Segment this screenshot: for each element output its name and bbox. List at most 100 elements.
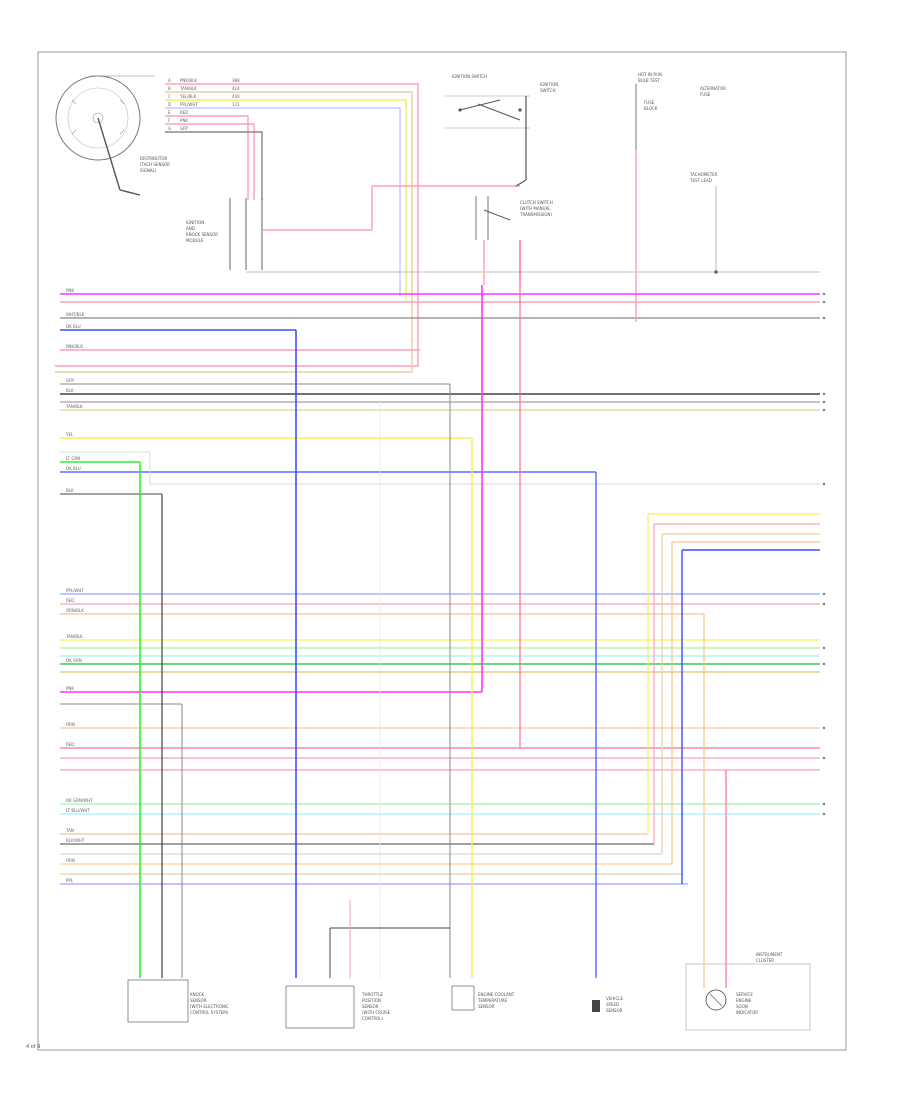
svg-text:ORN: ORN bbox=[66, 858, 75, 863]
svg-text:ORN: ORN bbox=[66, 722, 75, 727]
svg-text:HOT IN RUN: HOT IN RUN bbox=[638, 72, 662, 77]
svg-text:388: 388 bbox=[232, 78, 240, 83]
svg-text:CLUSTER: CLUSTER bbox=[756, 958, 774, 963]
svg-text:430: 430 bbox=[232, 94, 240, 99]
svg-text:RED: RED bbox=[180, 110, 188, 115]
svg-text:(WITH CRUISE: (WITH CRUISE bbox=[362, 1010, 391, 1015]
svg-text:RED: RED bbox=[66, 742, 74, 747]
svg-text:121: 121 bbox=[232, 102, 240, 107]
svg-text:BLK: BLK bbox=[66, 388, 74, 393]
svg-text:TRANSMISSION): TRANSMISSION) bbox=[519, 212, 552, 217]
svg-text:SENSOR: SENSOR bbox=[478, 1004, 495, 1009]
svg-text:THROTTLE: THROTTLE bbox=[361, 992, 383, 997]
svg-text:PPL: PPL bbox=[66, 878, 74, 883]
svg-text:MODULE: MODULE bbox=[186, 238, 204, 243]
svg-text:IGNITION: IGNITION bbox=[540, 82, 558, 87]
svg-text:(WITH ELECTRONIC: (WITH ELECTRONIC bbox=[190, 1004, 229, 1009]
svg-text:IGNITION SWITCH: IGNITION SWITCH bbox=[452, 74, 487, 79]
svg-text:TAN/BLK: TAN/BLK bbox=[65, 634, 83, 639]
svg-text:TAN: TAN bbox=[65, 828, 74, 833]
svg-text:SIGNAL): SIGNAL) bbox=[140, 168, 157, 173]
distributor: DISTRIBUTOR (TACH SENSOR SIGNAL) bbox=[55, 75, 170, 196]
svg-text:SENSOR: SENSOR bbox=[190, 998, 207, 1003]
speed-sensor-component: VEHICLE SPEED SENSOR bbox=[592, 996, 623, 1013]
svg-text:C: C bbox=[168, 94, 171, 99]
clutch-switch: CLUTCH SWITCH (WITH MANUAL TRANSMISSION) bbox=[475, 196, 553, 285]
svg-text:SENSOR: SENSOR bbox=[362, 1004, 379, 1009]
svg-text:TEST LEAD: TEST LEAD bbox=[689, 178, 712, 183]
svg-text:ORN/BLK: ORN/BLK bbox=[66, 608, 84, 613]
svg-text:IGNITION: IGNITION bbox=[186, 220, 204, 225]
svg-text:D: D bbox=[168, 102, 171, 107]
svg-text:ALTERNATOR: ALTERNATOR bbox=[700, 86, 726, 91]
svg-text:YEL: YEL bbox=[65, 432, 74, 437]
coolant-sensor-component: ENGINE COOLANT TEMPERATURE SENSOR bbox=[451, 985, 515, 1011]
svg-text:RED: RED bbox=[66, 598, 74, 603]
hot-fuse: HOT IN RUN BULB TEST FUSE BLOCK ALTERNAT… bbox=[635, 72, 726, 296]
svg-text:SERVICE: SERVICE bbox=[736, 992, 753, 997]
ignition-switch: IGNITION SWITCH IGNITION SWITCH bbox=[444, 74, 558, 187]
ignition-module: IGNITION AND KNOCK SENSOR MODULE bbox=[186, 185, 820, 273]
svg-text:FUSE: FUSE bbox=[644, 100, 655, 105]
throttle-sensor-component: THROTTLE POSITION SENSOR (WITH CRUISE CO… bbox=[285, 985, 391, 1029]
knock-sensor-component: KNOCK SENSOR (WITH ELECTRONIC CONTROL SY… bbox=[127, 979, 229, 1023]
svg-text:G: G bbox=[168, 126, 171, 131]
svg-text:DK GRN: DK GRN bbox=[66, 658, 82, 663]
svg-text:FUSE: FUSE bbox=[700, 92, 711, 97]
svg-text:LT GRN: LT GRN bbox=[66, 456, 80, 461]
svg-text:DK GRN/WHT: DK GRN/WHT bbox=[66, 798, 93, 803]
svg-text:VEHICLE: VEHICLE bbox=[606, 996, 623, 1001]
diagram-border bbox=[37, 51, 847, 1051]
svg-text:YEL/BLK: YEL/BLK bbox=[179, 94, 197, 99]
svg-text:SENSOR: SENSOR bbox=[606, 1008, 623, 1013]
svg-text:ENGINE COOLANT: ENGINE COOLANT bbox=[478, 992, 515, 997]
svg-text:TEMPERATURE: TEMPERATURE bbox=[477, 998, 508, 1003]
svg-text:DK BLU: DK BLU bbox=[66, 324, 81, 329]
bus-lines bbox=[60, 293, 820, 885]
svg-text:TAN/BLK: TAN/BLK bbox=[179, 86, 197, 91]
svg-text:DK BLU: DK BLU bbox=[66, 466, 81, 471]
svg-text:TACHOMETER: TACHOMETER bbox=[689, 172, 718, 177]
distributor-wires bbox=[55, 83, 419, 373]
svg-text:(TACH SENSOR: (TACH SENSOR bbox=[140, 162, 170, 167]
svg-text:POSITION: POSITION bbox=[362, 998, 381, 1003]
svg-text:F: F bbox=[168, 118, 171, 123]
svg-text:KNOCK: KNOCK bbox=[190, 992, 205, 997]
instrument-cluster-component: INSTRUMENT CLUSTER SERVICE ENGINE SOON I… bbox=[685, 900, 811, 1031]
svg-text:SWITCH: SWITCH bbox=[540, 88, 556, 93]
svg-text:PNK: PNK bbox=[66, 288, 74, 293]
svg-text:INSTRUMENT: INSTRUMENT bbox=[756, 952, 783, 957]
svg-text:SPEED: SPEED bbox=[606, 1002, 619, 1007]
svg-text:DISTRIBUTOR: DISTRIBUTOR bbox=[140, 156, 167, 161]
svg-text:CONTROL SYSTEM): CONTROL SYSTEM) bbox=[190, 1010, 229, 1015]
svg-text:ENGINE: ENGINE bbox=[736, 998, 752, 1003]
svg-text:KNOCK SENSOR: KNOCK SENSOR bbox=[186, 232, 218, 237]
tachometer-top: TACHOMETER TEST LEAD bbox=[689, 172, 718, 274]
svg-text:BLK/WHT: BLK/WHT bbox=[66, 838, 85, 843]
svg-text:PNK/BLK: PNK/BLK bbox=[66, 344, 83, 349]
svg-text:A: A bbox=[168, 78, 171, 83]
svg-text:(WITH MANUAL: (WITH MANUAL bbox=[520, 206, 551, 211]
svg-text:INDICATOR: INDICATOR bbox=[736, 1010, 758, 1015]
svg-text:GRY: GRY bbox=[66, 378, 75, 383]
svg-text:SOON: SOON bbox=[736, 1004, 748, 1009]
right-connector-pins bbox=[822, 292, 826, 816]
svg-text:PNK/BLK: PNK/BLK bbox=[180, 78, 197, 83]
svg-text:AND: AND bbox=[186, 226, 195, 231]
vertical-wires bbox=[139, 285, 727, 978]
svg-text:PNK: PNK bbox=[66, 686, 74, 691]
svg-text:BLOCK: BLOCK bbox=[644, 106, 658, 111]
svg-text:TAN/BLK: TAN/BLK bbox=[65, 404, 83, 409]
svg-text:E: E bbox=[168, 110, 171, 115]
svg-text:CLUTCH SWITCH: CLUTCH SWITCH bbox=[520, 200, 553, 205]
svg-text:CONTROL): CONTROL) bbox=[362, 1016, 384, 1021]
svg-text:WHT/BLK: WHT/BLK bbox=[66, 312, 85, 317]
page-number: 4 of 9 bbox=[26, 1044, 41, 1050]
svg-text:LT BLU/WHT: LT BLU/WHT bbox=[66, 808, 90, 813]
svg-text:BLK: BLK bbox=[66, 488, 74, 493]
svg-text:GRY: GRY bbox=[180, 126, 189, 131]
svg-text:PPL/WHT: PPL/WHT bbox=[66, 588, 84, 593]
svg-text:BULB TEST: BULB TEST bbox=[638, 78, 660, 83]
svg-text:PPL/WHT: PPL/WHT bbox=[180, 102, 198, 107]
